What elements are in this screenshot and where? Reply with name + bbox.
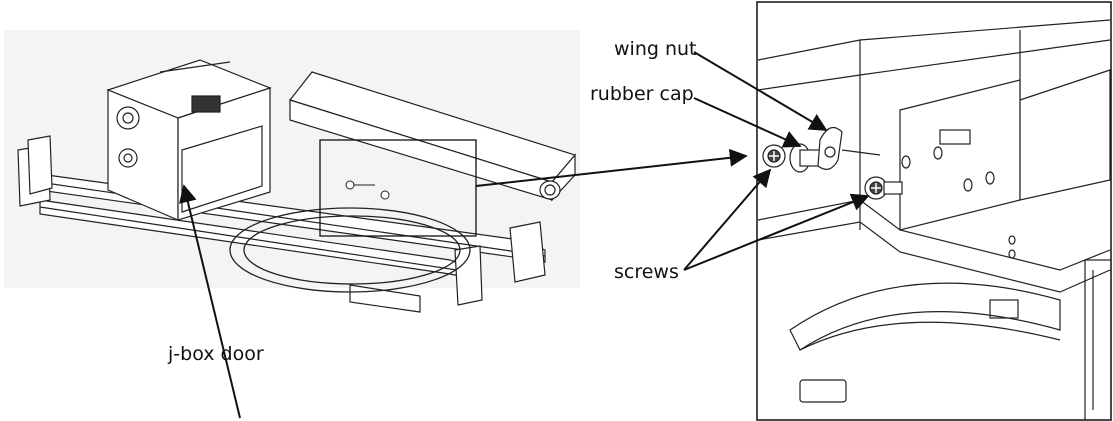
screws-leader-2	[683, 193, 870, 271]
label-wing-nut: wing nut	[614, 38, 697, 60]
overview-to-detail-arrow	[475, 148, 748, 187]
label-jbox-door: j-box door	[167, 343, 264, 365]
label-rubber-cap: rubber cap	[590, 83, 694, 105]
jbox-door-leader	[179, 184, 241, 419]
leader-lines	[179, 51, 870, 419]
wing-nut-leader	[693, 51, 828, 131]
detail-closeup-drawing	[756, 1, 1112, 421]
rubber-cap-leader	[693, 97, 802, 148]
label-screws: screws	[614, 261, 679, 283]
screws-leader-1	[683, 168, 772, 271]
housing-overview-drawing	[4, 30, 580, 313]
